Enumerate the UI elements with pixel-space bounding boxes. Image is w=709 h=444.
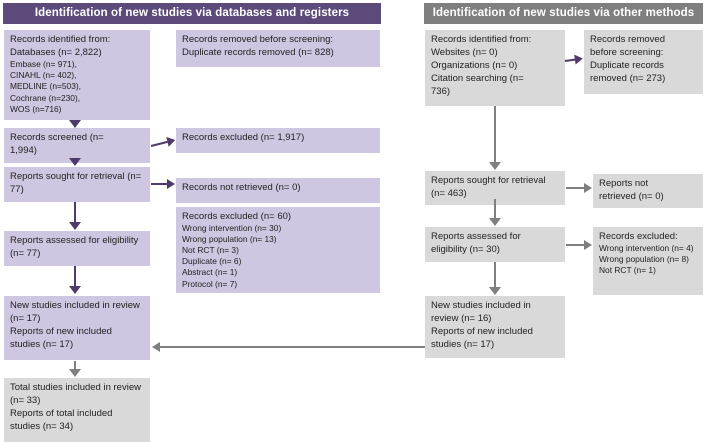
box-text-line: Reports of new included studies (n= 17)	[431, 326, 533, 351]
excluded-reason: Wrong intervention (n= 30)	[182, 223, 282, 234]
box-text-line: 1,994)	[10, 145, 37, 157]
box-records-excluded: Records excluded (n= 1,917)	[176, 128, 380, 153]
box-text-line: Records removed before screening:	[182, 34, 334, 45]
box-records-removed-other: Records removed before screening: Duplic…	[584, 30, 703, 94]
box-text-line: Organizations (n= 0)	[431, 60, 518, 72]
box-text-line: Websites (n= 0)	[431, 47, 498, 59]
box-text-line: Records excluded (n= 1,917)	[182, 132, 305, 143]
box-reports-assessed: Reports assessed for eligibility (n= 77)	[4, 231, 150, 266]
right-arrow-icon	[150, 134, 177, 152]
excluded-reason: Wrong population (n= 13)	[182, 234, 277, 245]
box-text-line: Records screened (n=	[10, 132, 104, 143]
down-arrow-icon	[69, 202, 81, 230]
box-text-line: Reports assessed for eligibility (n= 30)	[431, 231, 521, 256]
box-text-line: retrieved (n= 0)	[599, 191, 664, 203]
box-text-line: Records removed	[590, 34, 665, 45]
right-arrow-icon	[151, 178, 175, 190]
box-records-screened: Records screened (n= 1,994)	[4, 128, 150, 163]
box-text-line: Databases (n= 2,822)	[10, 47, 102, 59]
box-records-identified-databases: Records identified from: Databases (n= 2…	[4, 30, 150, 120]
box-text-line: New studies included in review (n= 17)	[10, 300, 140, 325]
excluded-reason: Wrong intervention (n= 4)	[599, 243, 694, 254]
excluded-reason: Duplicate (n= 6)	[182, 256, 242, 267]
database-detail: Embase (n= 971),	[10, 59, 77, 70]
box-text-line: Citation searching (n=	[431, 73, 524, 85]
excluded-reason: Not RCT (n= 3)	[182, 245, 239, 256]
box-text-line: Duplicate records	[590, 60, 664, 72]
database-detail: CINAHL (n= 402),	[10, 70, 77, 81]
header-other-methods: Identification of new studies via other …	[424, 3, 703, 24]
box-text-line: Records identified from:	[431, 34, 532, 45]
box-text-line: New studies included in review (n= 16)	[431, 300, 531, 325]
box-text-line: Total studies included in review (n= 33)	[10, 382, 141, 407]
box-records-excluded-reasons: Records excluded (n= 60) Wrong intervent…	[176, 207, 380, 293]
box-text-line: Reports of total included studies (n= 34…	[10, 408, 113, 433]
down-arrow-icon	[69, 119, 81, 128]
down-arrow-icon	[69, 157, 81, 166]
box-text-line: Records identified from:	[10, 34, 111, 45]
box-reports-assessed-other: Reports assessed for eligibility (n= 30)	[425, 227, 565, 262]
right-arrow-icon	[566, 239, 592, 251]
box-total-studies-included: Total studies included in review (n= 33)…	[4, 378, 150, 442]
down-arrow-icon	[489, 199, 501, 226]
box-new-studies-included-other: New studies included in review (n= 16) R…	[425, 296, 565, 358]
excluded-title: Records excluded (n= 60)	[182, 211, 292, 222]
excluded-reason: Not RCT (n= 1)	[599, 265, 656, 276]
database-detail: WOS (n=716)	[10, 103, 62, 114]
down-arrow-icon	[489, 262, 501, 295]
header-databases-registers: Identification of new studies via databa…	[3, 3, 381, 24]
excluded-reason: Wrong population (n= 8)	[599, 254, 689, 265]
box-text-line: Reports of new included studies (n= 17)	[10, 326, 112, 351]
database-detail: MEDLINE (n=503),	[10, 81, 81, 92]
box-text-line: Records not retrieved (n= 0)	[182, 182, 301, 193]
down-arrow-icon	[489, 106, 501, 170]
database-detail: Cochrane (n=230),	[10, 92, 81, 103]
box-new-studies-included: New studies included in review (n= 17) R…	[4, 296, 150, 360]
box-text-line: Duplicate records removed (n= 828)	[182, 47, 334, 59]
excluded-reason: Abstract (n= 1)	[182, 267, 238, 278]
box-text-line: Reports not	[599, 178, 649, 189]
box-text-line: removed (n= 273)	[590, 73, 666, 85]
box-records-excluded-other: Records excluded: Wrong intervention (n=…	[593, 227, 703, 295]
box-records-not-retrieved: Records not retrieved (n= 0)	[176, 178, 380, 203]
down-arrow-icon	[69, 361, 81, 377]
box-text-line: 736)	[431, 86, 451, 98]
box-text-line: Reports assessed for eligibility (n= 77)	[10, 235, 139, 260]
excluded-title: Records excluded:	[599, 231, 678, 242]
box-text-line: Reports sought for retrieval (n= 463)	[431, 175, 546, 200]
left-arrow-icon	[152, 341, 425, 353]
excluded-reason: Protocol (n= 7)	[182, 278, 238, 289]
box-records-identified-other: Records identified from: Websites (n= 0)…	[425, 30, 565, 106]
box-text-line: Reports sought for retrieval (n= 77)	[10, 171, 142, 196]
box-text-line: before screening:	[590, 47, 664, 59]
right-arrow-icon	[564, 53, 584, 67]
down-arrow-icon	[69, 266, 81, 294]
box-reports-not-retrieved-other: Reports not retrieved (n= 0)	[593, 174, 703, 208]
box-reports-sought: Reports sought for retrieval (n= 77)	[4, 167, 150, 202]
right-arrow-icon	[566, 182, 592, 194]
box-records-removed-screening: Records removed before screening: Duplic…	[176, 30, 380, 67]
